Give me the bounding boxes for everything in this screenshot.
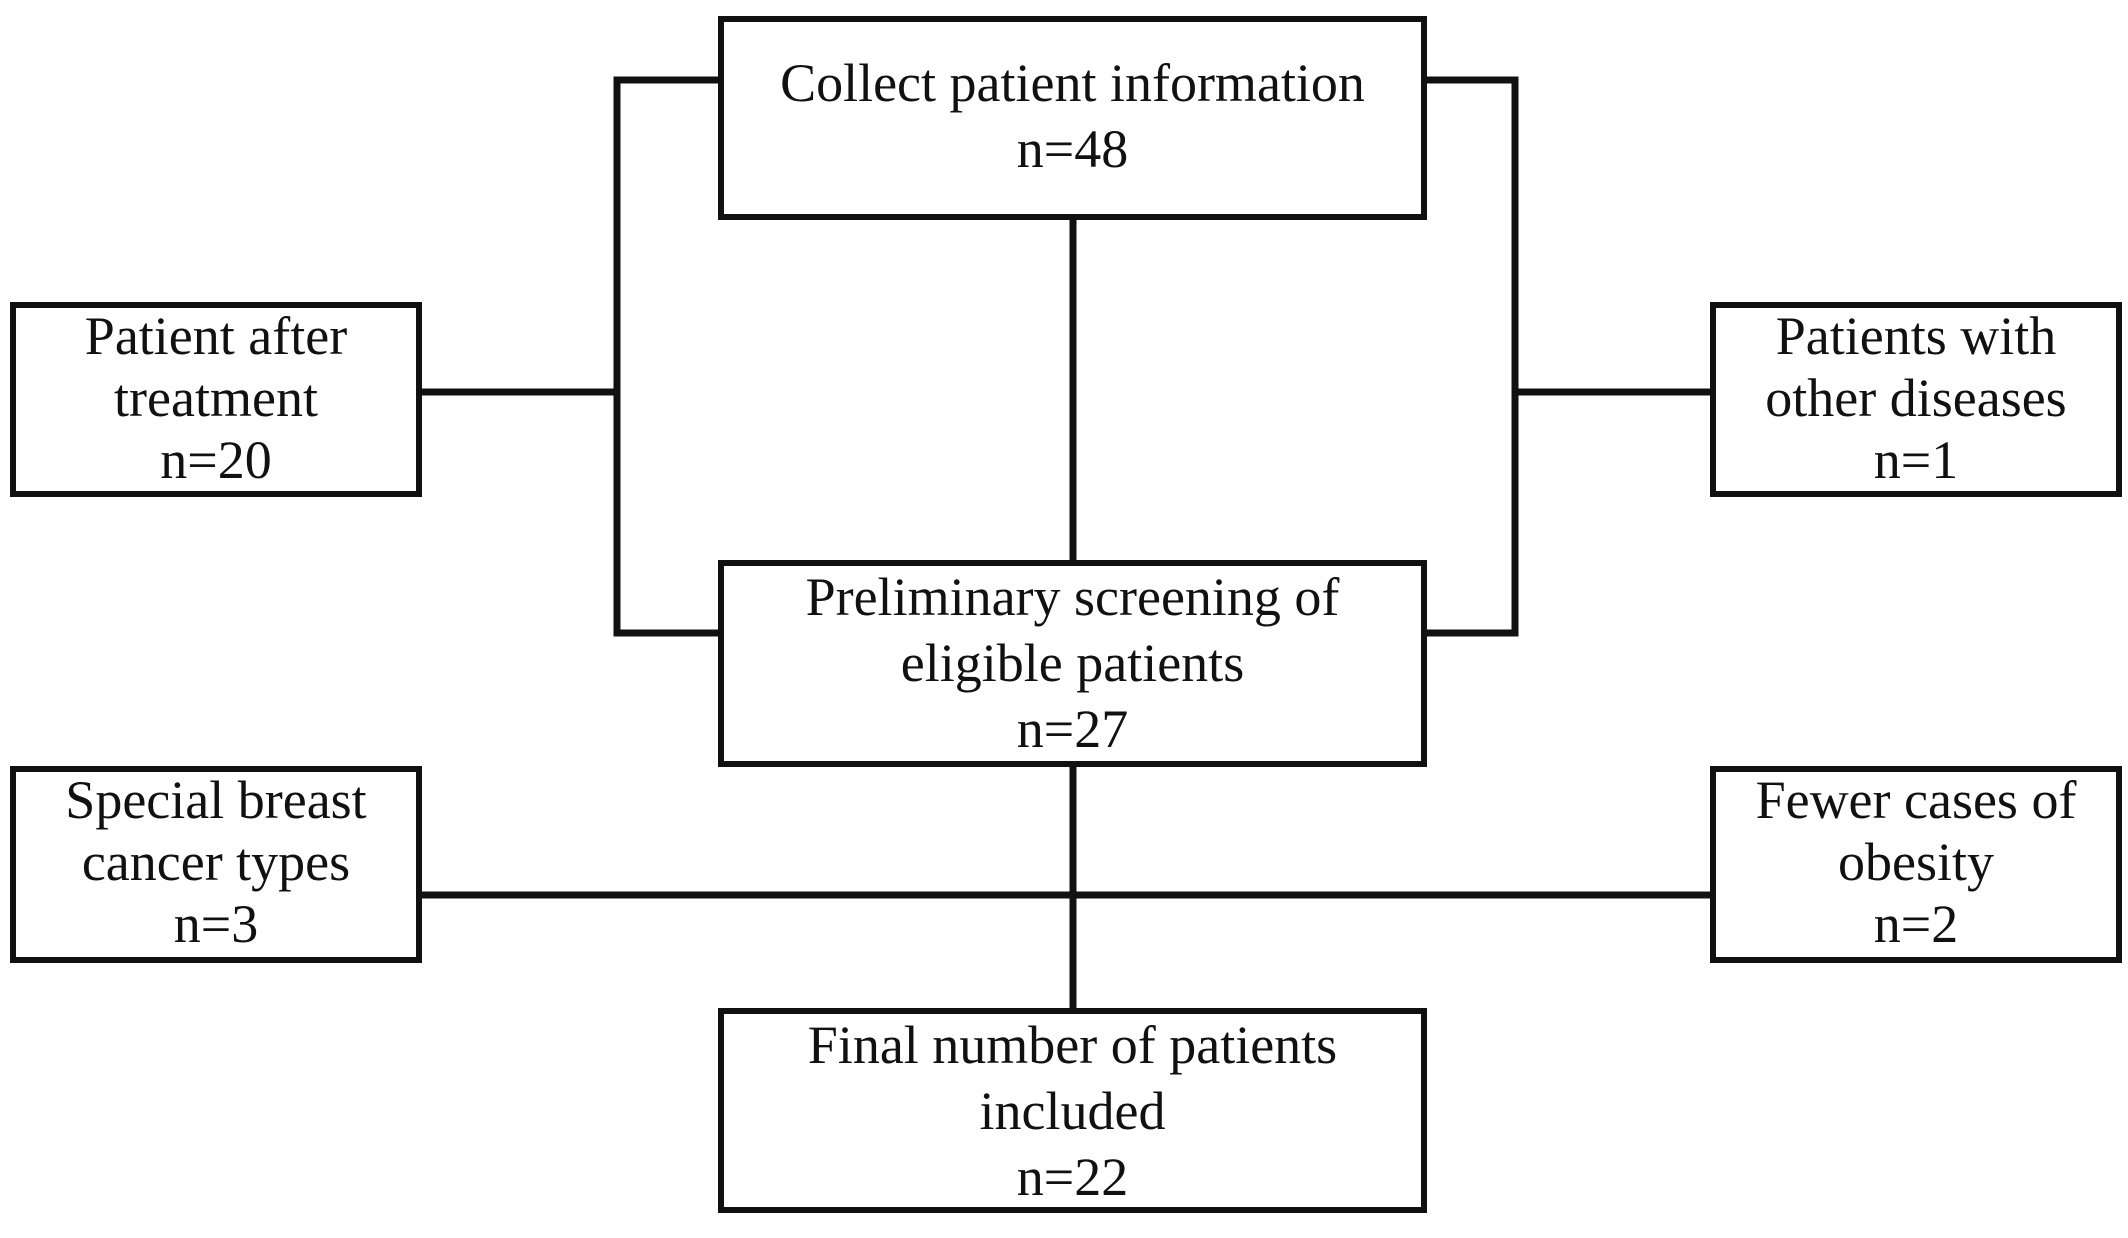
exclusion-special-types-box: Special breast cancer types n=3 [10, 766, 422, 963]
obesity-title-line1: Fewer cases of [1755, 770, 2077, 830]
obesity-count: n=2 [1873, 894, 1959, 954]
after-treatment-title-line2: treatment [114, 368, 318, 428]
exclusion-obesity-box: Fewer cases of obesity n=2 [1710, 766, 2122, 963]
other-diseases-title-line1: Patients with [1775, 306, 2057, 366]
other-diseases-title-line2: other diseases [1765, 368, 2067, 428]
final-count: n=22 [1016, 1147, 1129, 1207]
exclusion-after-treatment-box: Patient after treatment n=20 [10, 302, 422, 497]
final-included-box: Final number of patients included n=22 [718, 1008, 1427, 1213]
preliminary-title-line1: Preliminary screening of [805, 567, 1340, 627]
preliminary-count: n=27 [1016, 699, 1129, 759]
after-treatment-count: n=20 [160, 430, 272, 490]
preliminary-screening-box: Preliminary screening of eligible patien… [718, 560, 1427, 767]
final-title-line1: Final number of patients [807, 1015, 1338, 1075]
final-title-line2: included [979, 1081, 1166, 1141]
preliminary-title-line2: eligible patients [900, 633, 1245, 693]
special-types-count: n=3 [173, 894, 259, 954]
special-types-title-line1: Special breast [65, 770, 367, 830]
exclusion-other-diseases-box: Patients with other diseases n=1 [1710, 302, 2122, 497]
special-types-title-line2: cancer types [81, 832, 351, 892]
other-diseases-count: n=1 [1873, 430, 1959, 490]
after-treatment-title-line1: Patient after [84, 306, 348, 366]
collect-count: n=48 [1016, 119, 1129, 179]
collect-title: Collect patient information [780, 53, 1365, 113]
obesity-title-line2: obesity [1838, 832, 1994, 892]
collect-patient-information-box: Collect patient information n=48 [718, 16, 1427, 220]
